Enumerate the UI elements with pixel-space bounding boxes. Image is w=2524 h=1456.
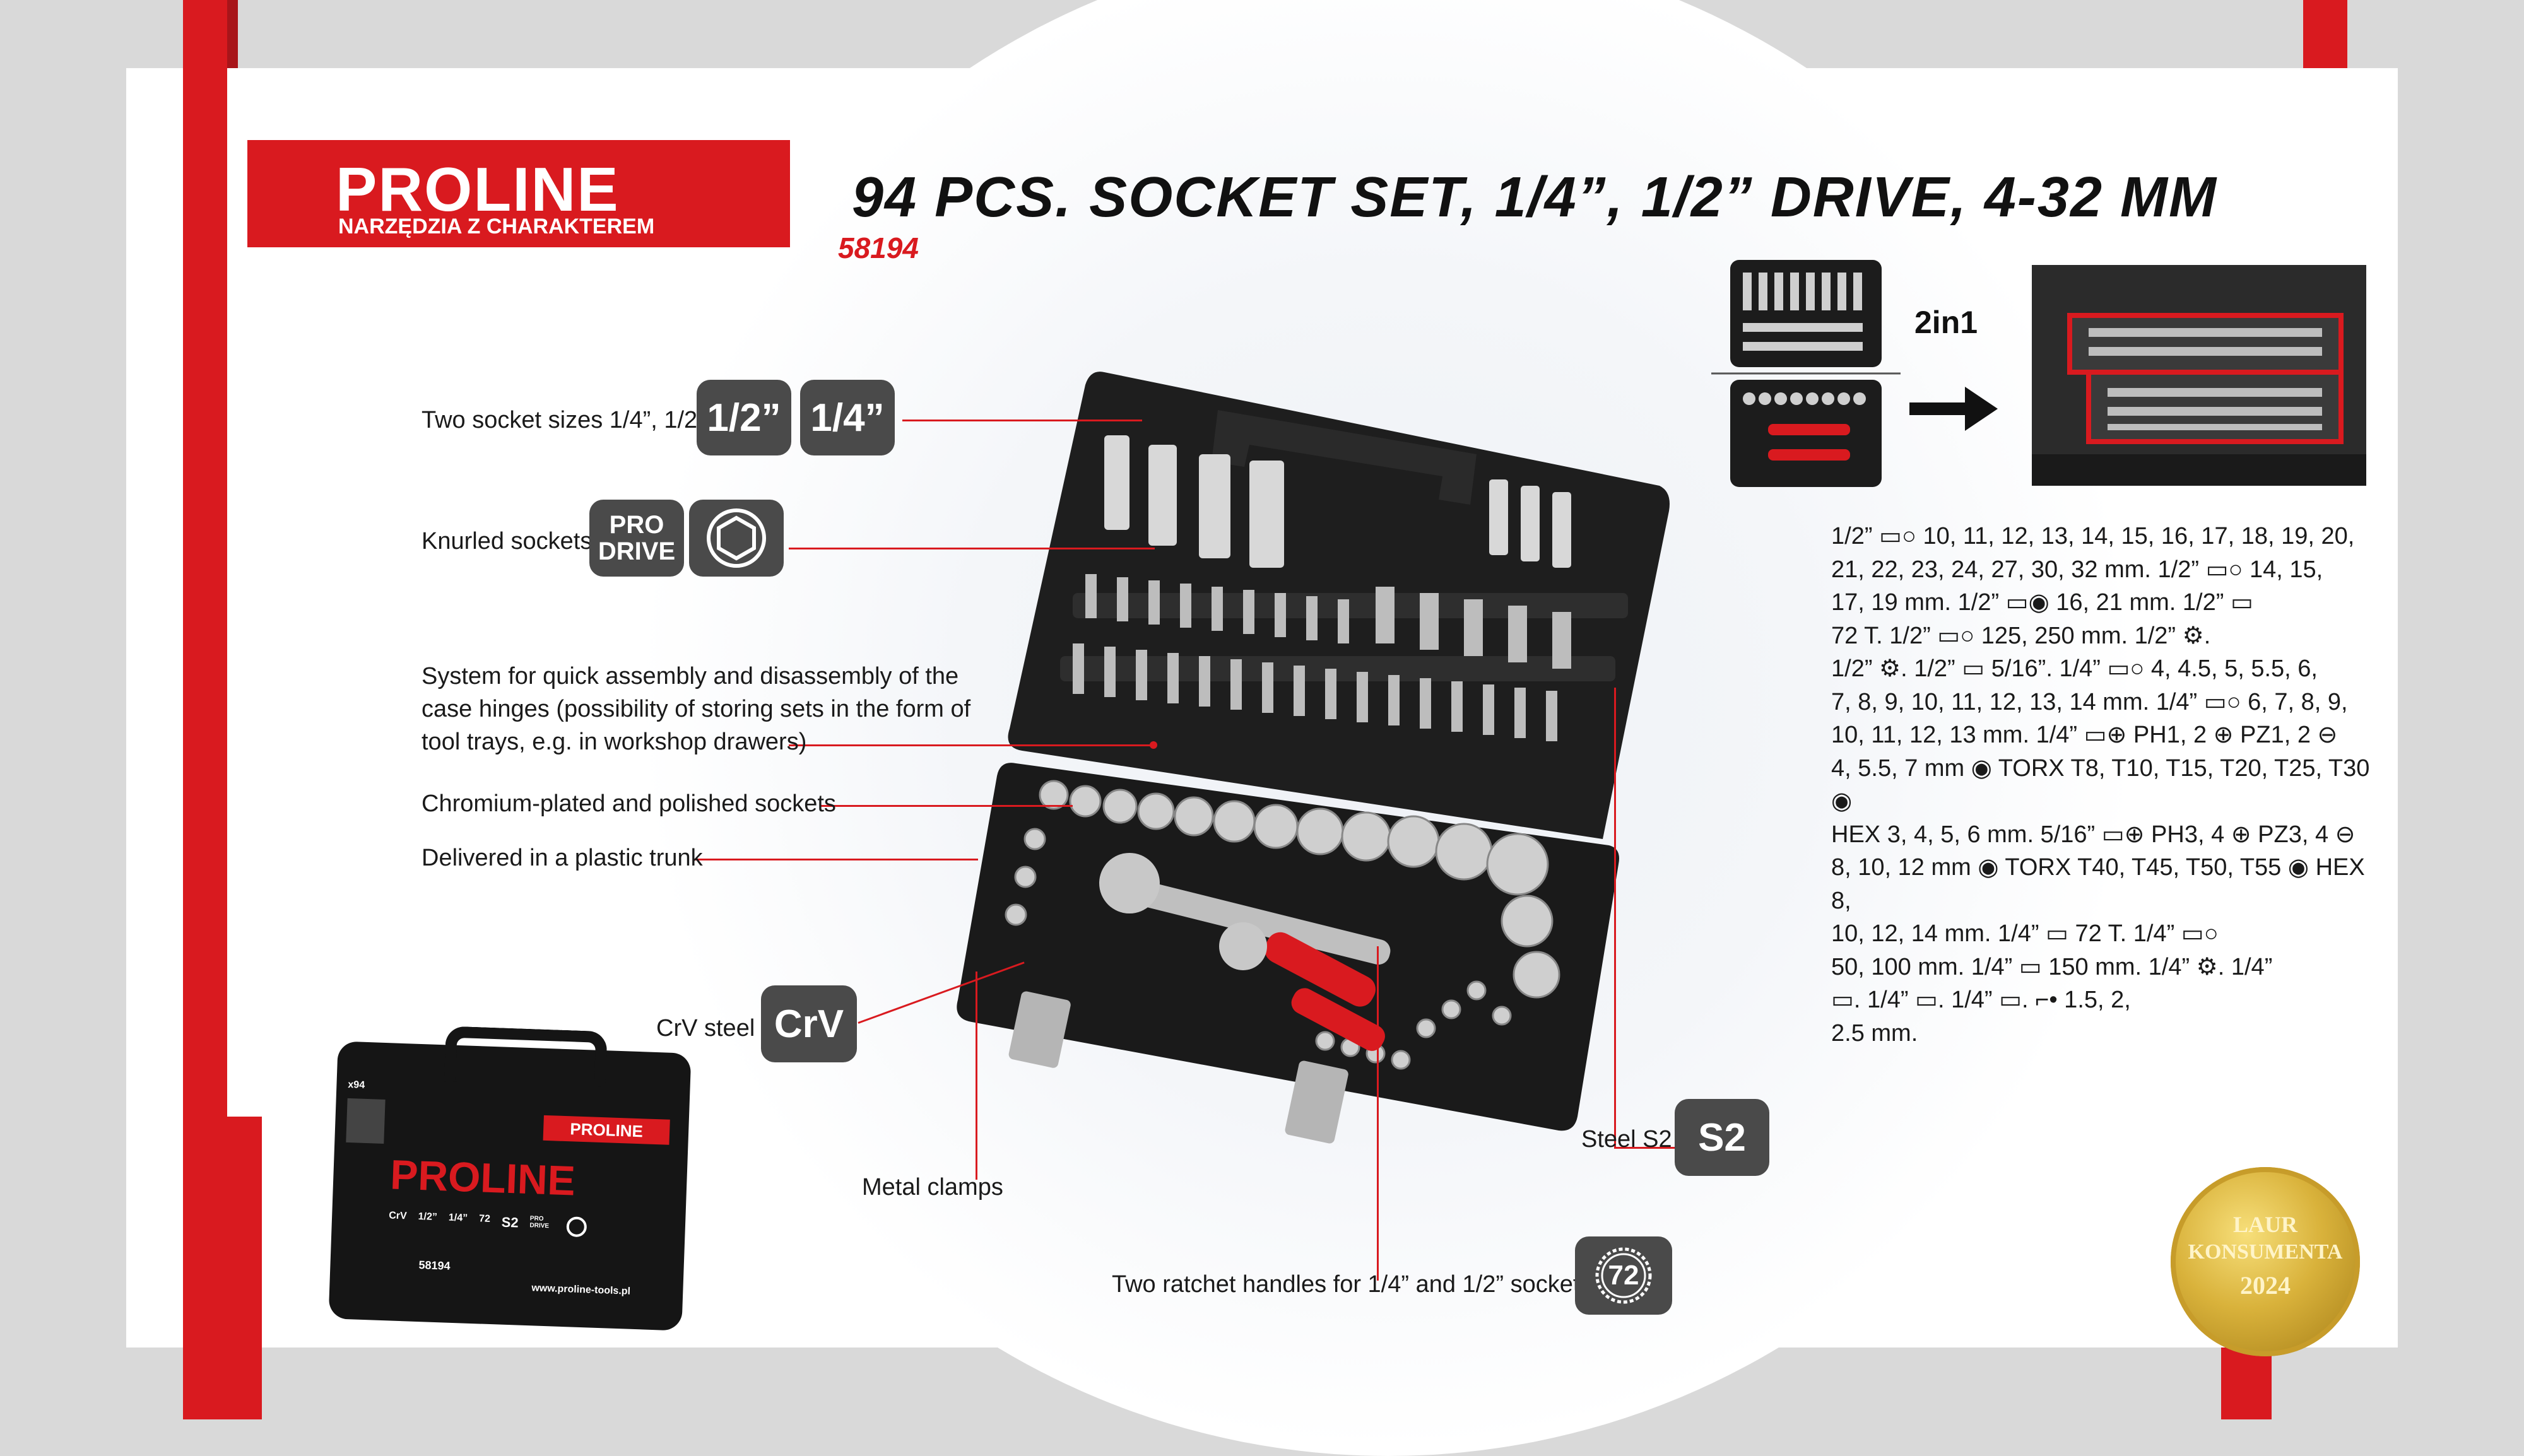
box-feature-icons: CrV 1/2” 1/4” 72 S2 PRO DRIVE (388, 1210, 587, 1238)
case-lid-handle (1212, 410, 1477, 505)
badge-72-teeth: 72 (1575, 1236, 1672, 1315)
badge-crv: CrV (761, 985, 857, 1062)
lid-bits-rows (1060, 574, 1628, 741)
spec-line: 8, 10, 12 mm ◉ TORX T40, T45, T50, T55 ◉… (1831, 854, 2365, 914)
callout-line-trunk (694, 859, 978, 860)
metal-clamp-right (1285, 1060, 1348, 1144)
badge-drive-label: DRIVE (598, 537, 676, 565)
lid-deep-sockets (1104, 435, 1571, 568)
bottom-red-ribbon (218, 1117, 262, 1419)
box-crv: CrV (388, 1210, 407, 1222)
spec-line: HEX 3, 4, 5, 6 mm. 5/16” ▭⊕ PH3, 4 ⊕ PZ3… (1831, 821, 2356, 848)
workshop-cabinet-image (2032, 265, 2366, 486)
callout-line-hinges (789, 744, 1155, 746)
box-handle (444, 1026, 608, 1088)
feature-ratchets: Two ratchet handles for 1/4” and 1/2” so… (1112, 1271, 1592, 1298)
feature-hinges-line3: tool trays, e.g. in workshop drawers) (422, 729, 807, 755)
feature-s2: Steel S2 (1581, 1126, 1672, 1153)
callout-line-s2-h (1614, 1147, 1677, 1149)
specifications-list: 1/2” ▭○ 10, 11, 12, 13, 14, 15, 16, 17, … (1831, 520, 2386, 1050)
box-pro-drive: PRO DRIVE (529, 1215, 550, 1230)
badge-pro-label: PRO (609, 511, 664, 539)
spec-line: 2.5 mm. (1831, 1019, 1918, 1047)
spec-line: 72 T. 1/2” ▭○ 125, 250 mm. 1/2” ⚙. (1831, 622, 2211, 649)
spec-line: 21, 22, 23, 24, 27, 30, 32 mm. 1/2” ▭○ 1… (1831, 556, 2323, 583)
ratchet-teeth-icon (1595, 1247, 1652, 1304)
feature-chromium: Chromium-plated and polished sockets (422, 790, 836, 817)
feature-socket-sizes: Two socket sizes 1/4”, 1/2” (422, 407, 705, 433)
two-in-one-label: 2in1 (1914, 305, 1978, 340)
badge-hex (689, 500, 784, 577)
medal-line3: 2024 (2240, 1271, 2291, 1300)
ratchet-handles (1099, 853, 1391, 1051)
box-count: x94 (348, 1079, 365, 1091)
spec-line: 10, 11, 12, 13 mm. 1/4” ▭⊕ PH1, 2 ⊕ PZ1,… (1831, 722, 2338, 748)
box-brand-small: PROLINE (543, 1115, 670, 1145)
spec-line: 4, 5.5, 7 mm ◉ TORX T8, T10, T15, T20, T… (1831, 754, 2370, 815)
callout-line-clamps (976, 972, 977, 1180)
socket-set-case-image (957, 372, 1670, 1144)
proline-logo: PROLINE NARZĘDZIA Z CHARAKTEREM (247, 140, 790, 247)
feature-hinges: System for quick assembly and disassembl… (422, 660, 970, 758)
box-url: www.proline-tools.pl (531, 1283, 631, 1297)
open-case-thumbnail (1711, 260, 1901, 487)
spec-line: ▭. 1/4” ▭. 1/4” ▭. ⌐• 1.5, 2, (1831, 987, 2131, 1013)
badge-quarter-inch: 1/4” (800, 380, 895, 455)
hexagon-icon (707, 508, 766, 568)
spec-line: 1/2” ▭○ 10, 11, 12, 13, 14, 15, 16, 17, … (1831, 523, 2355, 549)
callout-line-ratchets (1377, 946, 1379, 1281)
callout-line-socket-sizes (902, 420, 1142, 421)
logo-wordmark: PROLINE (336, 155, 620, 224)
box-s2: S2 (501, 1214, 519, 1231)
callout-line-chromium (820, 805, 1073, 807)
badge-pro-drive: PRO DRIVE (589, 500, 684, 577)
badge-half-inch: 1/2” (697, 380, 791, 455)
medal-line1: LAUR (2232, 1212, 2297, 1237)
spec-line: 7, 8, 9, 10, 11, 12, 13, 14 mm. 1/4” ▭○ … (1831, 688, 2348, 715)
box-brand-large: PROLINE (389, 1151, 577, 1204)
spec-line: 17, 19 mm. 1/2” ▭◉ 16, 21 mm. 1/2” ▭ (1831, 589, 2253, 616)
callout-dot-hinges (1150, 741, 1157, 749)
box-thumbnail (346, 1098, 386, 1144)
metal-clamp-left (1008, 991, 1071, 1068)
box-teeth: 72 (478, 1213, 491, 1224)
arrow-right-icon (1909, 387, 1998, 431)
feature-trunk: Delivered in a plastic trunk (422, 845, 703, 871)
feature-knurled: Knurled sockets (422, 528, 593, 555)
callout-line-knurled (789, 548, 1155, 549)
feature-hinges-line2: case hinges (possibility of storing sets… (422, 696, 971, 722)
box-quarter: 1/4” (448, 1212, 468, 1224)
product-card (126, 0, 2398, 1456)
badge-s2: S2 (1675, 1099, 1769, 1176)
badge-72-label: 72 (1608, 1260, 1639, 1291)
spec-line: 10, 12, 14 mm. 1/4” ▭ 72 T. 1/4” ▭○ (1831, 920, 2219, 947)
feature-clamps: Metal clamps (862, 1174, 1003, 1201)
logo-tagline: NARZĘDZIA Z CHARAKTEREM (338, 214, 655, 238)
product-code: 58194 (838, 232, 919, 264)
feature-hinges-line1: System for quick assembly and disassembl… (422, 663, 959, 690)
box-code: 58194 (418, 1259, 451, 1272)
product-packaging-box: x94 PROLINE PROLINE CrV 1/2” 1/4” 72 S2 … (328, 1026, 692, 1331)
spec-line: 50, 100 mm. 1/4” ▭ 150 mm. 1/4” ⚙. 1/4” (1831, 953, 2273, 980)
consumer-award-medal: LAUR KONSUMENTA 2024 (2171, 1167, 2360, 1356)
base-sockets (1005, 780, 1560, 1070)
callout-line-s2 (1614, 688, 1616, 1148)
spec-line: 1/2” ⚙. 1/2” ▭ 5/16”. 1/4” ▭○ 4, 4.5, 5,… (1831, 655, 2318, 682)
product-title: 94 PCS. SOCKET SET, 1/4”, 1/2” DRIVE, 4-… (852, 166, 2217, 229)
box-hex-icon (565, 1216, 587, 1238)
feature-crv: CrV steel (656, 1015, 755, 1042)
medal-line2: KONSUMENTA (2188, 1240, 2343, 1264)
box-half: 1/2” (418, 1211, 438, 1223)
